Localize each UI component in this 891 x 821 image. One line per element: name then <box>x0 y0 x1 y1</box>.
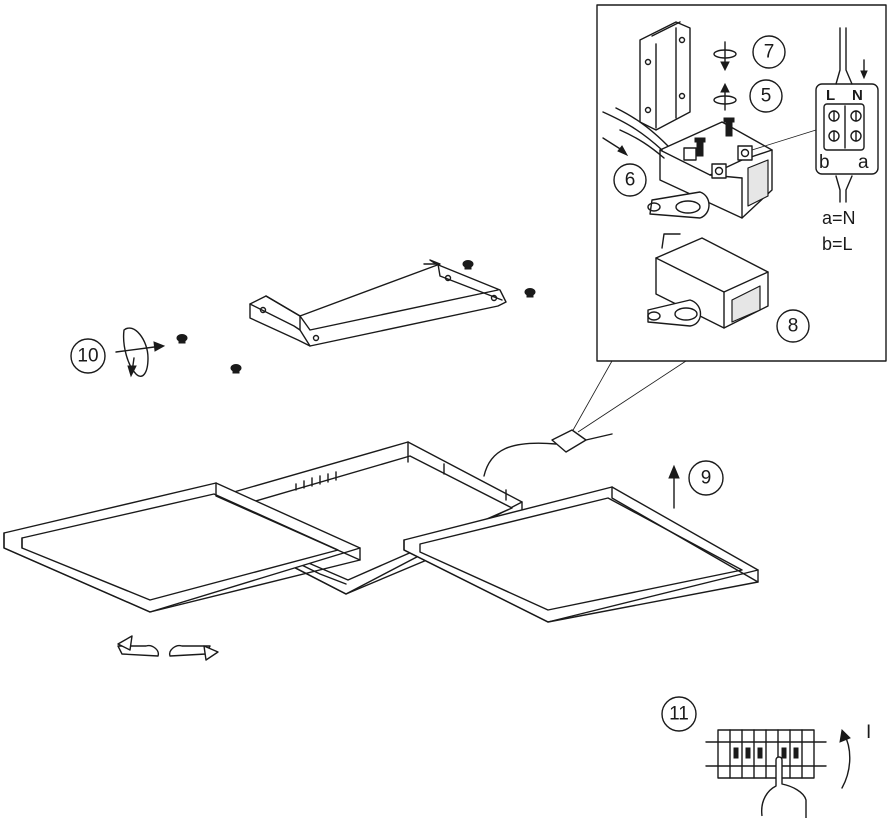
switch-on-arrow-icon: I <box>839 722 871 789</box>
mounting-bracket <box>249 259 507 347</box>
terminal-label-n: N <box>852 87 863 104</box>
terminal-wire-a: a <box>858 152 869 173</box>
screwdriver-rotate-icon <box>115 327 166 378</box>
detail-inset <box>596 4 887 362</box>
step-6-label: 6 <box>625 170 636 191</box>
step-9-label: 9 <box>701 468 712 489</box>
step-5: 5 <box>749 79 783 113</box>
lamp-right-frame <box>403 486 759 623</box>
rotate-ccw-icon <box>117 635 159 657</box>
inset-bracket <box>639 21 691 131</box>
lamp-left-frame <box>3 482 361 613</box>
step-7-label: 7 <box>764 42 775 63</box>
rotate-cw-icon <box>713 41 737 72</box>
step-11-label: 11 <box>669 704 689 725</box>
screw-icon <box>462 260 474 270</box>
screw-icon <box>694 137 706 157</box>
inset-junction-box-open <box>659 121 773 219</box>
step-8: 8 <box>776 309 810 343</box>
legend-line-1: a=N <box>822 208 856 228</box>
step-9: 9 <box>688 460 724 496</box>
terminal-wire-b: b <box>819 152 830 173</box>
terminal-block: L N b a <box>751 83 879 175</box>
arrow-up-icon <box>668 464 680 509</box>
wiring-legend: a=N b=L <box>822 208 856 254</box>
legend-line-2: b=L <box>822 234 853 254</box>
screw-icon <box>176 334 188 344</box>
connector-cable <box>483 429 613 477</box>
step-10: 10 <box>70 338 106 374</box>
step-11: 11 <box>661 696 697 732</box>
callout-lines <box>571 360 687 433</box>
circuit-breaker-icon <box>705 729 827 779</box>
terminal-label-l: L <box>826 87 835 104</box>
step-7: 7 <box>752 35 786 69</box>
screw-icon <box>230 364 242 374</box>
inset-mounting-tab <box>647 191 710 219</box>
inset-junction-box-closed <box>647 233 769 329</box>
arrow-icon <box>602 137 629 157</box>
screw-icon <box>723 117 735 137</box>
step-6: 6 <box>613 163 647 197</box>
inset-supply-wires <box>602 107 669 159</box>
step-5-label: 5 <box>761 86 772 107</box>
switch-on-label: I <box>866 722 871 743</box>
hand-icon <box>761 756 807 818</box>
screw-icon <box>524 288 536 298</box>
terminal-wires <box>835 27 868 203</box>
step-10-label: 10 <box>77 346 98 367</box>
rotate-cw-icon <box>169 644 219 661</box>
rotate-ccw-icon <box>713 82 737 111</box>
step-8-label: 8 <box>788 316 799 337</box>
